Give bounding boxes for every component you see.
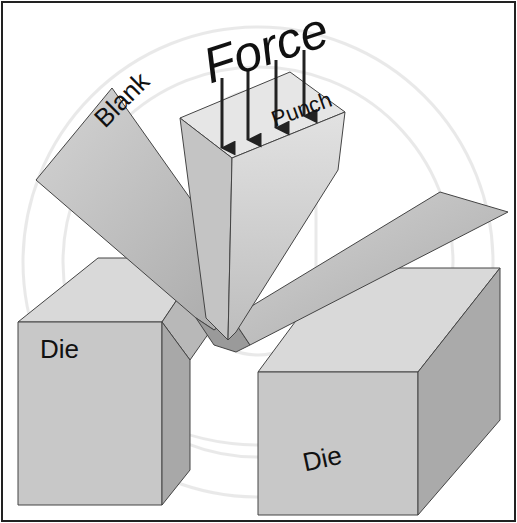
part-name: Die [40,334,79,365]
